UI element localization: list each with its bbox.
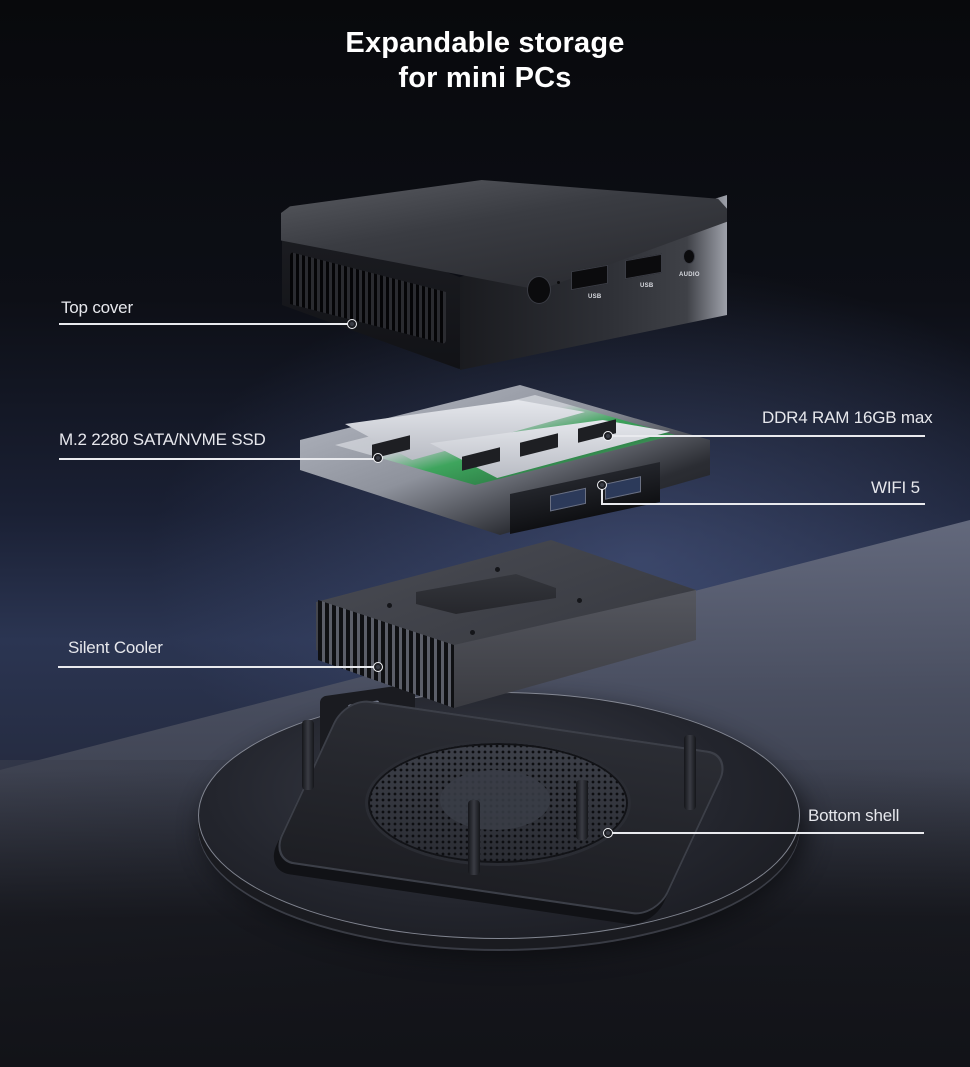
board-usb-port [605, 476, 641, 500]
usb-port-label: USB [588, 294, 602, 300]
usb-port-label: USB [640, 283, 654, 289]
callout-label-top-cover: Top cover [61, 298, 133, 317]
callout-label-bottom-shell: Bottom shell [808, 806, 900, 825]
callout-marker-icon [373, 453, 383, 463]
screw-hole [577, 598, 582, 603]
callout-line [610, 435, 925, 437]
callout-line [601, 488, 603, 505]
callout-line [601, 503, 925, 505]
callout-label-ssd: M.2 2280 SATA/NVME SSD [59, 430, 266, 449]
audio-port-label: AUDIO [679, 272, 700, 278]
standoff-post [684, 735, 696, 810]
screw-hole [387, 603, 392, 608]
callout-line [59, 323, 350, 325]
board-usb-port [550, 487, 586, 512]
standoff-post [468, 800, 480, 875]
standoff-post [302, 720, 314, 790]
callout-label-ram: DDR4 RAM 16GB max [762, 408, 933, 427]
audio-jack-icon [683, 249, 695, 264]
power-jack-icon [527, 276, 551, 304]
headline-line-2: for mini PCs [398, 62, 572, 94]
vent-grille-center [440, 770, 550, 830]
screw-hole [495, 567, 500, 572]
callout-label-wifi: WIFI 5 [871, 478, 920, 497]
callout-line [59, 458, 377, 460]
standoff-post [576, 780, 588, 840]
callout-marker-icon [347, 319, 357, 329]
callout-marker-icon [603, 828, 613, 838]
led-indicator [557, 281, 560, 284]
callout-marker-icon [597, 480, 607, 490]
callout-marker-icon [603, 431, 613, 441]
headline-line-1: Expandable storage [345, 27, 625, 59]
headline: Expandable storage for mini PCs [0, 26, 970, 96]
callout-label-cooler: Silent Cooler [68, 638, 163, 657]
callout-marker-icon [373, 662, 383, 672]
callout-line [610, 832, 924, 834]
callout-line [58, 666, 376, 668]
screw-hole [470, 630, 475, 635]
